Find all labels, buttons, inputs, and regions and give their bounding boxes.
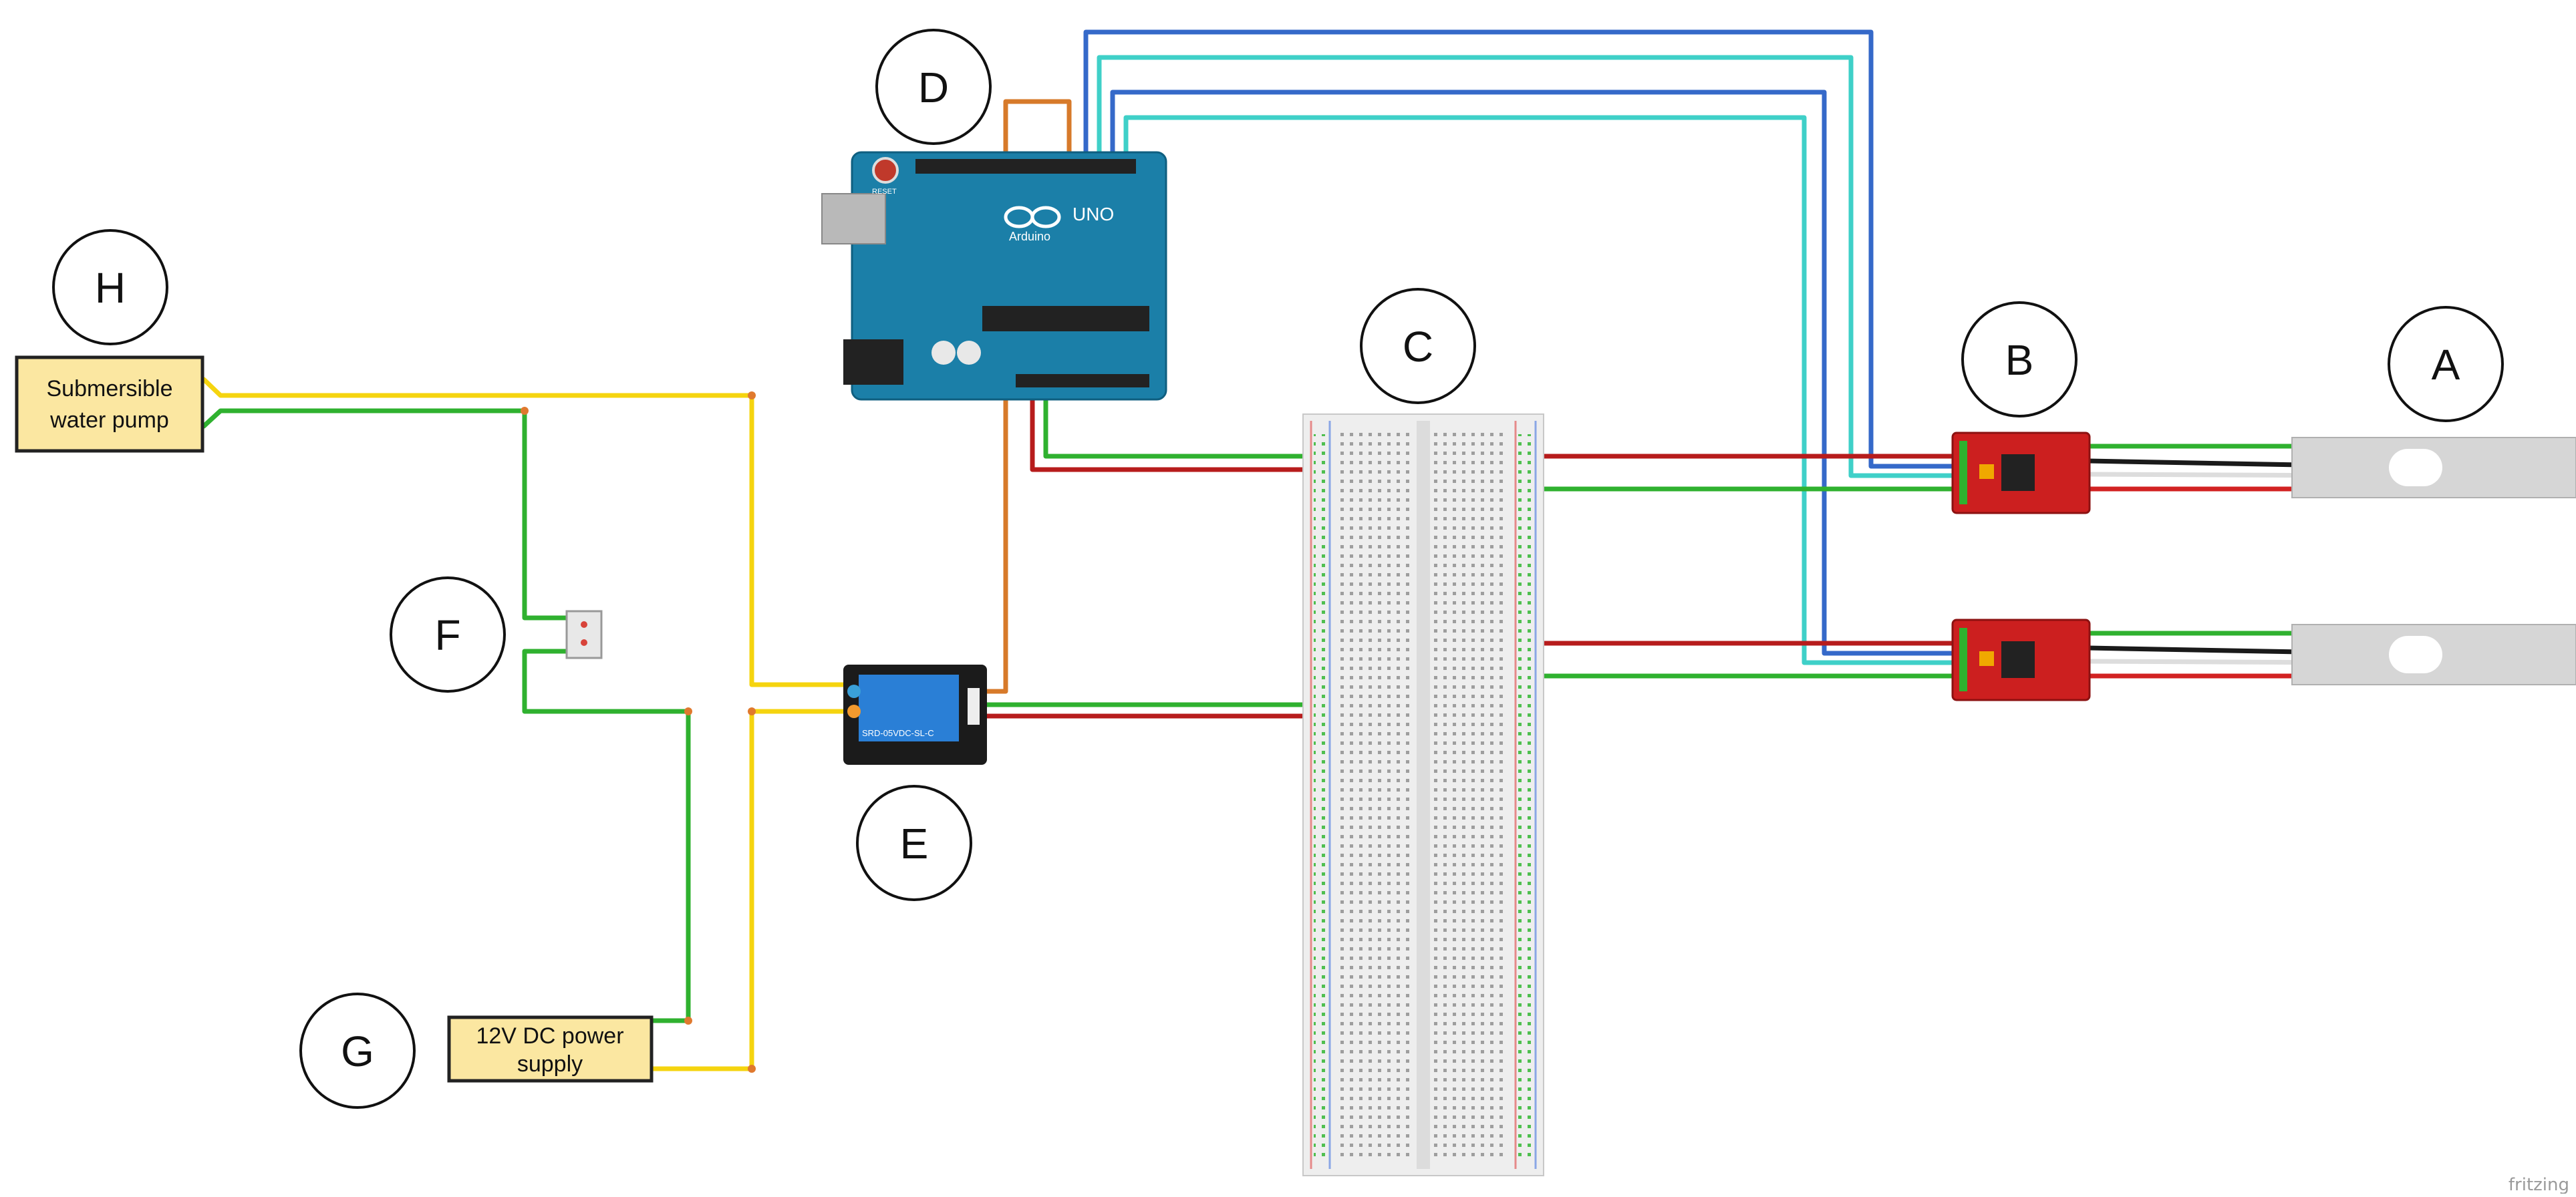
diode-connector [565, 610, 603, 659]
junction-dot [748, 391, 756, 399]
svg-text:E: E [900, 820, 929, 868]
arduino-header-bottom [1016, 374, 1149, 387]
wire-cyan-bottom [1123, 115, 1964, 665]
wire-junctions [521, 391, 756, 1073]
wire-yellow-relay-psu [649, 709, 846, 1071]
label-d: D [875, 29, 992, 145]
label-e: E [856, 785, 972, 901]
relay-pins [968, 688, 980, 725]
svg-text:G: G [341, 1027, 374, 1075]
power-box-rect [447, 1015, 654, 1083]
svg-text:H: H [95, 264, 126, 312]
hx711-pins [1959, 628, 1967, 691]
arduino-capacitor [957, 341, 981, 365]
wire-blue-top [1083, 29, 1964, 469]
circle-labels: A B C D E F G H [52, 29, 2504, 1109]
svg-text:C: C [1403, 323, 1433, 371]
load-cell-top [2291, 437, 2576, 498]
hx711-top [1951, 432, 2091, 514]
wire-red-arduino-5v [1030, 378, 1329, 472]
arduino-capacitor [932, 341, 956, 365]
junction-dot [684, 1017, 692, 1025]
arduino-board [851, 151, 1167, 401]
relay-module: SRD-05VDC-SL-C [843, 665, 987, 765]
breadboard-holes-right [1433, 428, 1507, 1162]
power-box-line1: 12V DC power [476, 1023, 623, 1049]
pump-box: Submersible water pump [15, 355, 204, 453]
svg-text:D: D [918, 63, 949, 112]
hx711-pins [1959, 441, 1967, 504]
power-box-line2: supply [517, 1051, 583, 1077]
arduino-usb-port [821, 193, 886, 244]
relay-terminal [847, 705, 861, 718]
arduino-infinity-logo [1004, 206, 1061, 228]
fritzing-watermark: fritzing [2509, 1175, 2569, 1194]
arduino-uno: Arduino UNO RESET [821, 151, 1167, 401]
breadboard-holes-left [1340, 428, 1413, 1162]
wire-green-arduino-gnd [1043, 378, 1329, 459]
label-a: A [2388, 306, 2504, 422]
relay-terminal [847, 685, 861, 698]
junction-dot [684, 707, 692, 715]
hx711-bottom [1951, 619, 2091, 701]
hx711-chip [2001, 641, 2035, 678]
svg-text:A: A [2432, 341, 2460, 389]
label-g: G [299, 993, 416, 1109]
breadboard [1302, 413, 1544, 1176]
breadboard-rail-holes-left [1314, 434, 1328, 1162]
pump-box-rect [15, 355, 204, 453]
power-box: 12V DC power supply [447, 1015, 654, 1083]
wire-blue-bottom [1110, 90, 1964, 656]
load-cell-bottom [2291, 624, 2576, 685]
arduino-reset-label: RESET [872, 188, 897, 196]
junction-dot [748, 707, 756, 715]
load-cell-slot [2389, 636, 2442, 673]
connector-pin [581, 639, 587, 646]
wire-green-pump [201, 408, 577, 621]
arduino-chip [982, 306, 1149, 331]
hx711-chip [2001, 454, 2035, 491]
hx711-component [1979, 464, 1994, 479]
breadboard-rail-holes-right [1518, 434, 1533, 1162]
label-f: F [390, 576, 506, 693]
arduino-brand: Arduino [1009, 230, 1050, 243]
label-h: H [52, 229, 168, 345]
breadboard-center-channel [1417, 421, 1430, 1169]
wire-orange-relay-signal [983, 99, 1072, 694]
label-c: C [1360, 288, 1476, 404]
svg-text:B: B [2005, 336, 2034, 384]
pump-box-line1: Submersible [47, 376, 173, 401]
hx711-component [1979, 651, 1994, 666]
arduino-header-top [915, 159, 1136, 174]
pump-box-line2: water pump [49, 407, 169, 433]
label-b: B [1961, 301, 2078, 417]
relay-body [859, 675, 959, 741]
arduino-power-jack [843, 339, 903, 385]
wire-green-diode-psu [522, 649, 691, 1023]
arduino-reset-button [872, 157, 899, 184]
wire-cyan-top [1097, 55, 1964, 478]
connector-pin [581, 621, 587, 628]
load-cell-slot [2389, 449, 2442, 486]
wires [201, 29, 2372, 1071]
relay-text: SRD-05VDC-SL-C [862, 728, 934, 738]
junction-dot [521, 407, 529, 415]
arduino-model: UNO [1072, 204, 1114, 224]
connector-body [565, 610, 603, 659]
junction-dot [748, 1065, 756, 1073]
svg-text:F: F [434, 611, 460, 659]
